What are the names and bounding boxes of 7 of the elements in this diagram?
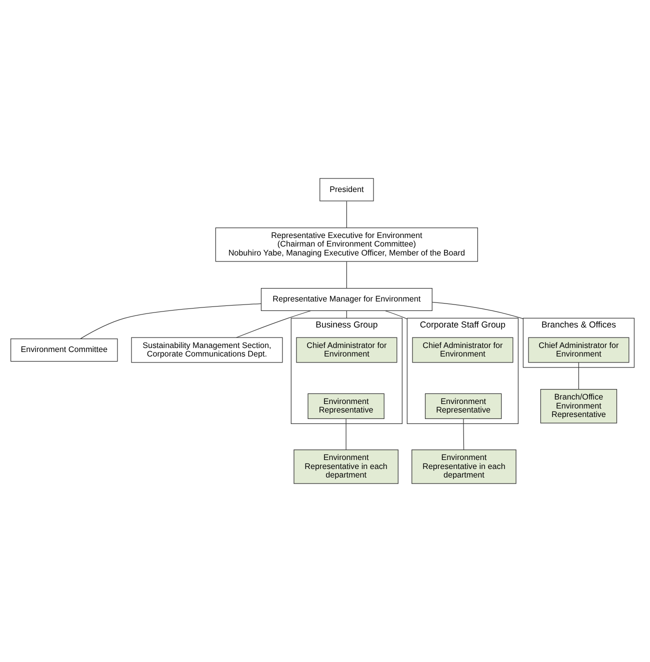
connector (578, 362, 580, 390)
connector (346, 200, 347, 228)
connector (80, 303, 262, 340)
connector (384, 310, 408, 320)
connector (463, 418, 464, 450)
connector (432, 302, 524, 320)
connector (346, 261, 347, 288)
